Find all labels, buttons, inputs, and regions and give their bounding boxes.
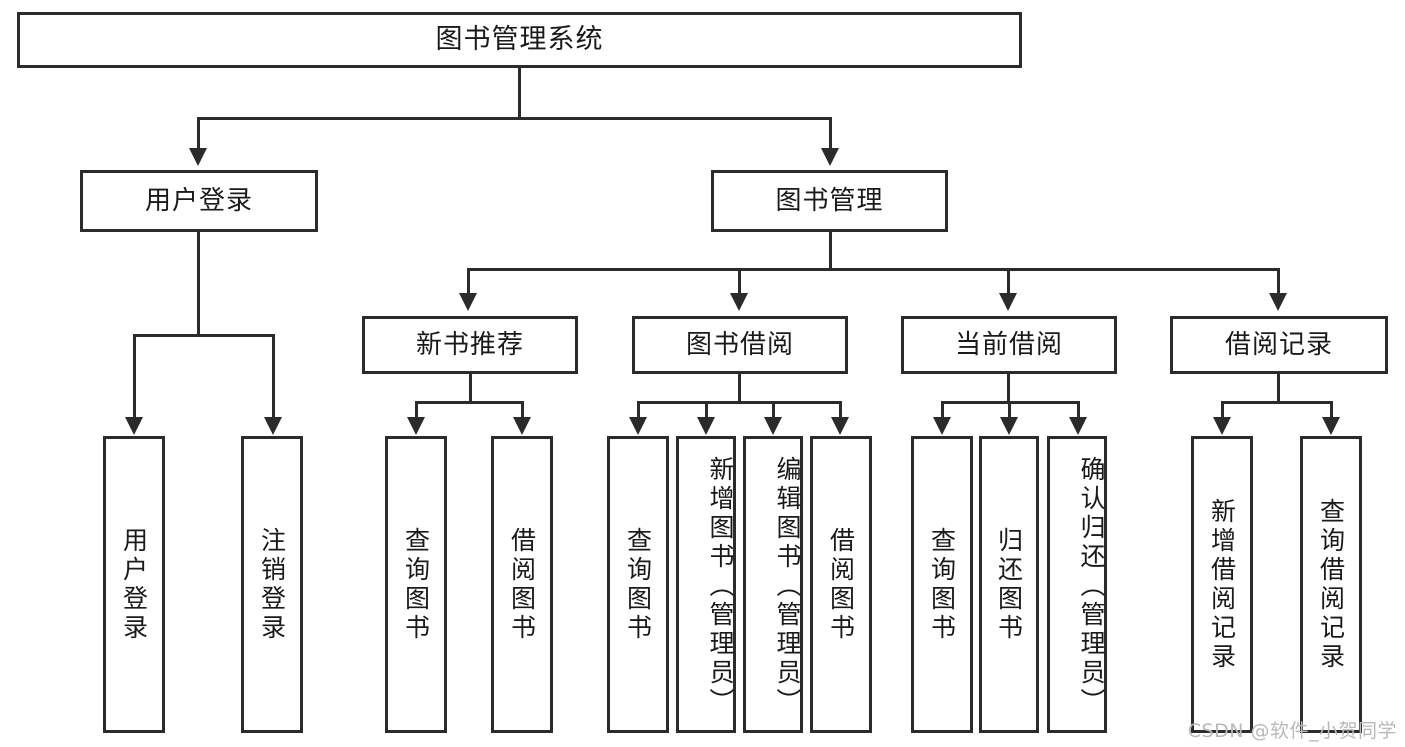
leaf-return-book-label: 归还图书 bbox=[994, 526, 1024, 643]
edge-root-to-user-login bbox=[197, 117, 200, 151]
leaf-borrow-book[interactable]: 借阅图书 bbox=[810, 436, 872, 733]
leaf-confirm-return-admin[interactable]: 确认归还（管理员） bbox=[1047, 436, 1107, 733]
edge-book-borrow-leaf-2 bbox=[705, 401, 708, 419]
leaf-current-query-book-label: 查询图书 bbox=[927, 526, 957, 643]
leaf-add-borrow-record[interactable]: 新增借阅记录 bbox=[1191, 436, 1253, 733]
leaf-query-borrow-record[interactable]: 查询借阅记录 bbox=[1300, 436, 1362, 733]
leaf-logout-login-label: 注销登录 bbox=[257, 526, 287, 643]
edge-book-management-bus bbox=[467, 268, 1280, 271]
leaf-query-borrow-record-label: 查询借阅记录 bbox=[1316, 497, 1346, 672]
edge-root-to-book-management bbox=[829, 117, 832, 151]
arrow-borrow-record-leaf-1-icon bbox=[1213, 417, 1231, 435]
edge-bm-to-book-borrow bbox=[738, 268, 741, 295]
arrow-new-book-leaf-2-icon bbox=[513, 417, 531, 435]
arrow-user-login-leaf-2-icon bbox=[264, 417, 282, 435]
arrow-book-borrow-leaf-1-icon bbox=[629, 417, 647, 435]
edge-borrow-record-leaf-1 bbox=[1221, 401, 1224, 419]
node-user-login-label: 用户登录 bbox=[144, 185, 253, 216]
edge-new-book-stem bbox=[469, 374, 472, 403]
leaf-logout-login[interactable]: 注销登录 bbox=[241, 436, 303, 733]
leaf-current-query-book[interactable]: 查询图书 bbox=[911, 436, 973, 733]
edge-book-borrow-leaf-3 bbox=[772, 401, 775, 419]
node-book-management[interactable]: 图书管理 bbox=[711, 170, 948, 232]
leaf-borrow-query-book-label: 查询图书 bbox=[623, 526, 653, 643]
arrow-current-borrow-leaf-3-icon bbox=[1069, 417, 1087, 435]
leaf-edit-book-admin[interactable]: 编辑图书（管理员） bbox=[743, 436, 803, 733]
edge-current-borrow-leaf-3 bbox=[1077, 401, 1080, 419]
edge-borrow-record-stem bbox=[1277, 374, 1280, 403]
leaf-edit-book-admin-label: 编辑图书（管理员） bbox=[773, 456, 802, 717]
edge-book-borrow-stem bbox=[738, 374, 741, 403]
node-book-borrow[interactable]: 图书借阅 bbox=[632, 316, 848, 374]
edge-user-login-bus bbox=[133, 334, 272, 337]
node-new-book-recommend[interactable]: 新书推荐 bbox=[362, 316, 578, 374]
leaf-new-book-query-label: 查询图书 bbox=[401, 526, 431, 643]
arrow-book-borrow-leaf-2-icon bbox=[697, 417, 715, 435]
edge-current-borrow-leaf-1 bbox=[941, 401, 944, 419]
leaf-new-book-borrow-label: 借阅图书 bbox=[507, 526, 537, 643]
node-borrow-record[interactable]: 借阅记录 bbox=[1170, 316, 1388, 374]
edge-root-stem bbox=[518, 68, 521, 118]
node-root-book-management-system[interactable]: 图书管理系统 bbox=[17, 12, 1022, 68]
leaf-add-book-admin[interactable]: 新增图书（管理员） bbox=[676, 436, 736, 733]
edge-new-book-leaf-2 bbox=[521, 401, 524, 419]
edge-user-login-stem bbox=[197, 232, 200, 336]
leaf-return-book[interactable]: 归还图书 bbox=[979, 436, 1039, 733]
edge-book-management-stem bbox=[829, 232, 832, 270]
leaf-add-borrow-record-label: 新增借阅记录 bbox=[1207, 497, 1237, 672]
node-borrow-record-label: 借阅记录 bbox=[1224, 329, 1333, 360]
node-user-login[interactable]: 用户登录 bbox=[80, 170, 318, 232]
node-current-borrow[interactable]: 当前借阅 bbox=[901, 316, 1117, 374]
arrow-book-borrow-leaf-3-icon bbox=[764, 417, 782, 435]
arrow-current-borrow-leaf-2-icon bbox=[1000, 417, 1018, 435]
edge-current-borrow-leaf-2 bbox=[1008, 401, 1011, 419]
edge-new-book-leaf-1 bbox=[415, 401, 418, 419]
edge-borrow-record-leaf-2 bbox=[1330, 401, 1333, 419]
arrow-bm-borrow-record-icon bbox=[1269, 293, 1287, 311]
arrow-bm-new-book-icon bbox=[459, 293, 477, 311]
edge-borrow-record-bus bbox=[1221, 401, 1333, 404]
leaf-user-login-label: 用户登录 bbox=[119, 526, 149, 643]
edge-current-borrow-stem bbox=[1007, 374, 1010, 403]
leaf-new-book-query[interactable]: 查询图书 bbox=[385, 436, 447, 733]
leaf-user-login[interactable]: 用户登录 bbox=[103, 436, 165, 733]
edge-new-book-bus bbox=[415, 401, 524, 404]
edge-bm-to-borrow-record bbox=[1277, 268, 1280, 295]
node-root-label: 图书管理系统 bbox=[435, 24, 604, 56]
leaf-borrow-query-book[interactable]: 查询图书 bbox=[607, 436, 669, 733]
edge-user-login-to-leaf-1 bbox=[133, 334, 136, 419]
node-new-book-recommend-label: 新书推荐 bbox=[415, 329, 524, 360]
edge-bm-to-current-borrow bbox=[1007, 268, 1010, 295]
watermark: CSDN @软件_小贺同学 bbox=[1187, 720, 1397, 742]
arrow-new-book-leaf-1-icon bbox=[407, 417, 425, 435]
node-book-borrow-label: 图书借阅 bbox=[685, 329, 794, 360]
edge-book-borrow-leaf-4 bbox=[839, 401, 842, 419]
edge-book-borrow-bus bbox=[637, 401, 842, 404]
leaf-new-book-borrow[interactable]: 借阅图书 bbox=[491, 436, 553, 733]
arrow-root-to-book-management-icon bbox=[821, 148, 839, 166]
edge-book-borrow-leaf-1 bbox=[637, 401, 640, 419]
arrow-current-borrow-leaf-1-icon bbox=[933, 417, 951, 435]
arrow-user-login-leaf-1-icon bbox=[125, 417, 143, 435]
arrow-book-borrow-leaf-4-icon bbox=[831, 417, 849, 435]
leaf-add-book-admin-label: 新增图书（管理员） bbox=[706, 456, 735, 717]
arrow-borrow-record-leaf-2-icon bbox=[1322, 417, 1340, 435]
arrow-bm-current-borrow-icon bbox=[999, 293, 1017, 311]
leaf-borrow-book-label: 借阅图书 bbox=[826, 526, 856, 643]
arrow-root-to-user-login-icon bbox=[189, 148, 207, 166]
node-current-borrow-label: 当前借阅 bbox=[954, 329, 1063, 360]
edge-root-bus bbox=[197, 117, 832, 120]
edge-user-login-to-leaf-2 bbox=[272, 334, 275, 419]
edge-bm-to-new-book bbox=[467, 268, 470, 295]
leaf-confirm-return-admin-label: 确认归还（管理员） bbox=[1077, 456, 1106, 717]
arrow-bm-book-borrow-icon bbox=[730, 293, 748, 311]
node-book-management-label: 图书管理 bbox=[775, 185, 884, 216]
